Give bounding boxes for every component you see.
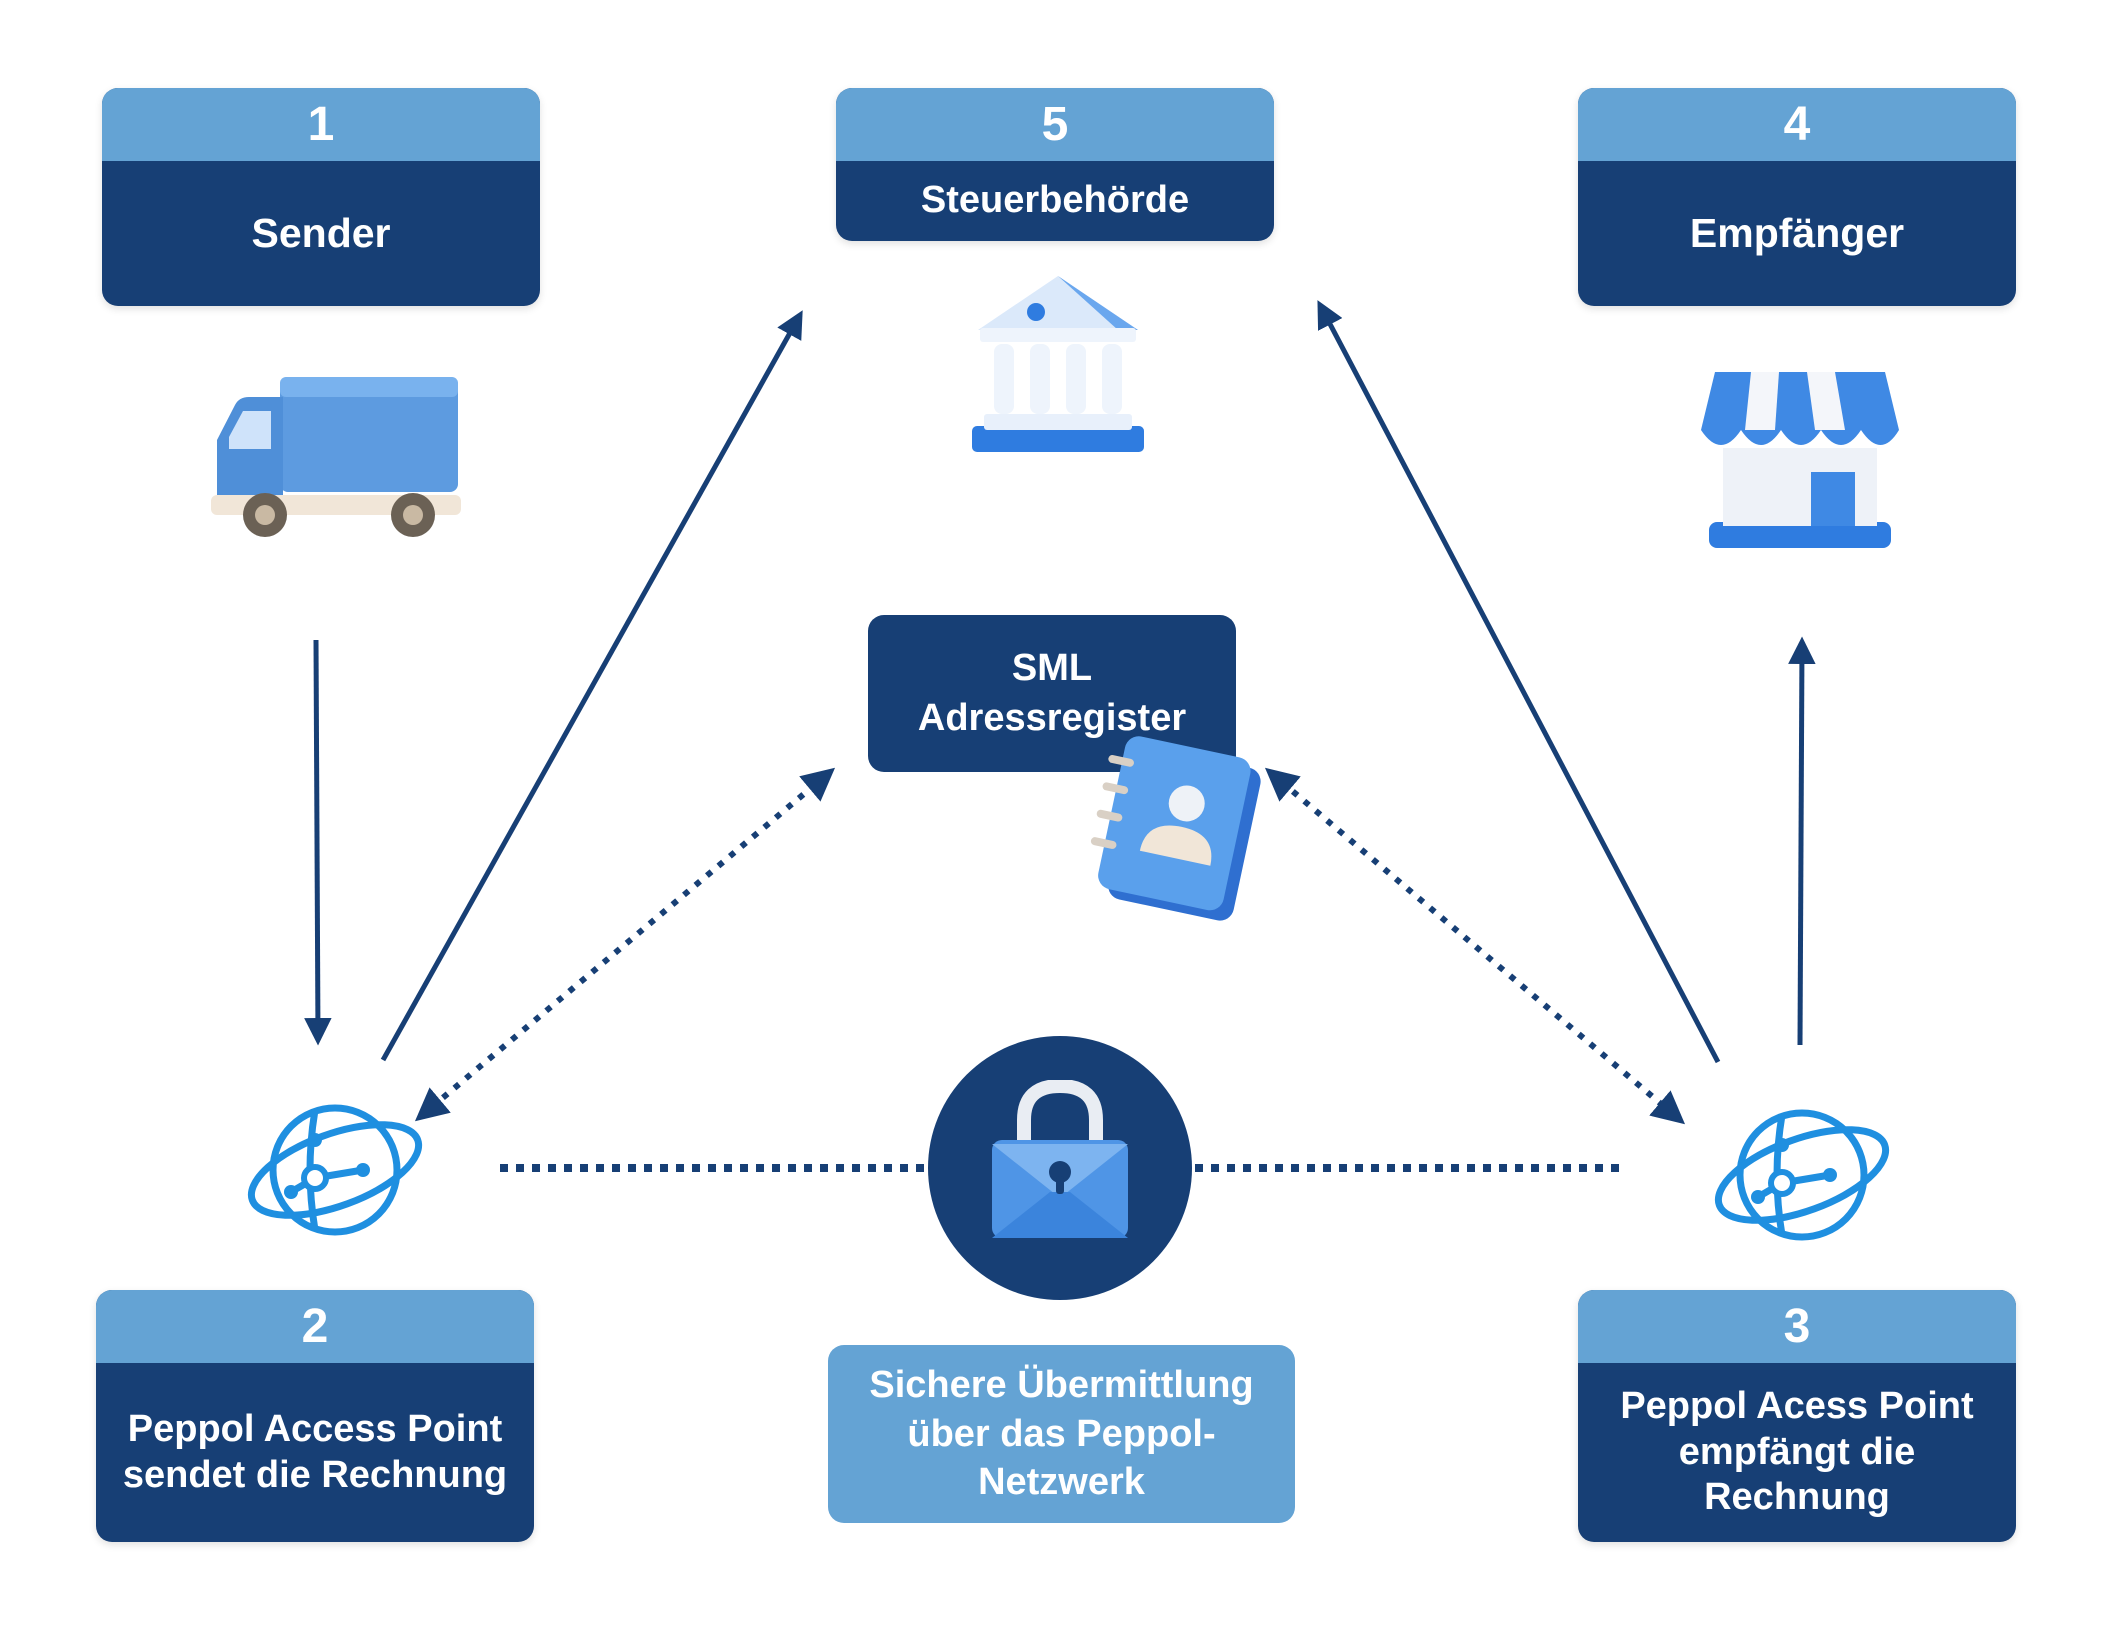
node-number: 3 (1578, 1290, 2016, 1363)
node-label: Empfänger (1689, 209, 1905, 256)
registry-box: SML Adressregister (868, 615, 1236, 772)
node-tax-authority: 5 Steuerbehörde (836, 88, 1274, 241)
node-access-point-receive: 3 Peppol Acess Point empfängt die Rechnu… (1578, 1290, 2016, 1542)
network-caption: Sichere Übermittlung über das Peppol-Net… (828, 1345, 1295, 1523)
shop-icon (1701, 372, 1899, 548)
truck-icon (211, 377, 461, 537)
node-label: Steuerbehörde (920, 179, 1190, 222)
node-number: 5 (836, 88, 1274, 161)
bank-building-icon (972, 276, 1144, 452)
node-number: 4 (1578, 88, 2016, 161)
node-sender: 1 Sender (102, 88, 540, 306)
lock-envelope-icon (992, 1080, 1128, 1238)
arrow-ap3-to-receiver (1788, 636, 1816, 1046)
node-receiver: 4 Empfänger (1578, 88, 2016, 306)
arrow-ap3-to-tax (1317, 300, 1721, 1064)
dotted-arrow-sml-ap3 (1264, 767, 1686, 1125)
dotted-arrow-ap2-sml (414, 767, 836, 1122)
node-label: Sender (251, 209, 391, 256)
arrow-sender-to-ap2 (304, 639, 332, 1046)
node-number: 2 (96, 1290, 534, 1363)
node-label: Peppol Acess Point empfängt die Rechnung (1620, 1385, 1974, 1519)
registry-title: SML (1011, 647, 1093, 690)
node-label: Peppol Access Point sendet die Rechnung (122, 1407, 508, 1496)
address-book-icon (1090, 736, 1261, 921)
node-number: 1 (102, 88, 540, 161)
node-access-point-send: 2 Peppol Access Point sendet die Rechnun… (96, 1290, 534, 1542)
registry-subtitle: Adressregister (917, 696, 1187, 739)
globe-network-icon-left (247, 1104, 423, 1236)
globe-network-icon-right (1714, 1109, 1890, 1241)
